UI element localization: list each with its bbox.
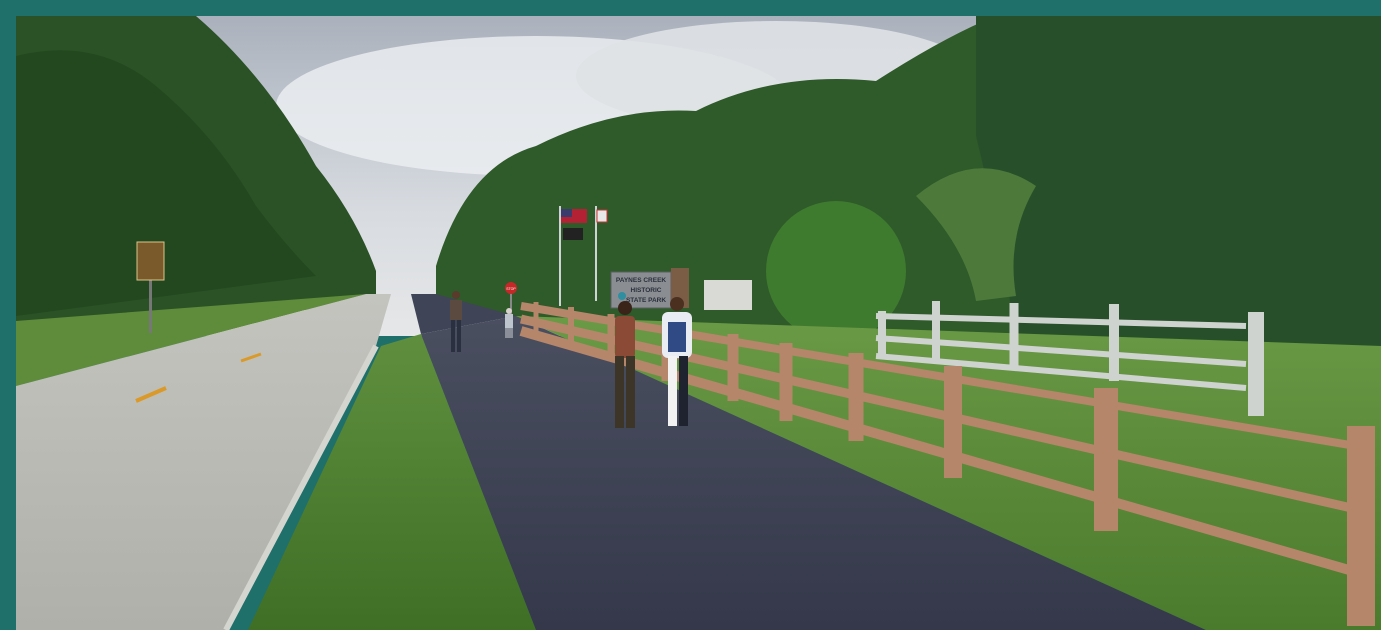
stop-sign-text: STOP (506, 287, 516, 291)
road-center-line (135, 386, 167, 403)
shrub (766, 201, 906, 341)
trail-scene: PAYNES CREEK HISTORIC STATE PARK STOP (16, 16, 1381, 630)
road (16, 294, 391, 630)
person-distant (505, 308, 513, 338)
road-center-line (240, 352, 262, 363)
left-tree-shadow (16, 50, 316, 317)
person-walking (450, 291, 462, 352)
person-man (662, 297, 692, 426)
near-fence (519, 302, 1375, 626)
median-grass (248, 334, 536, 630)
entrance-wall (704, 280, 752, 310)
pow-flag (563, 228, 583, 240)
road-edge (223, 344, 379, 630)
palm-tree (916, 168, 1036, 301)
sign-line-2: HISTORIC (631, 287, 662, 294)
sign-line-3: STATE PARK (626, 297, 666, 304)
person-woman (615, 301, 635, 428)
state-flag (596, 209, 608, 223)
far-fence (875, 301, 1264, 416)
us-flag-canton (561, 209, 572, 217)
right-dense-trees (976, 16, 1381, 356)
road-sign-post (149, 278, 152, 333)
trail-distance (411, 294, 516, 334)
sign-line-1: PAYNES CREEK (616, 277, 667, 284)
park-logo-icon (618, 292, 626, 300)
road-sign (136, 241, 165, 281)
stop-sign (505, 282, 517, 294)
